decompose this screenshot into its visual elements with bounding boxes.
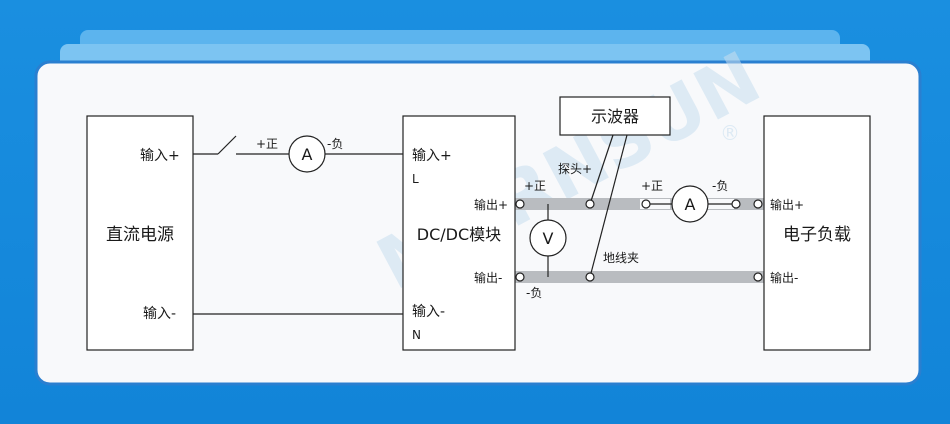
dcdc-module-title: DC/DC模块 [417, 225, 501, 244]
node-module-out-plus [515, 199, 525, 209]
out-neg-label: -负 [526, 286, 542, 300]
ammeter-out-pos: +正 [641, 179, 663, 193]
module-in-plus-label: 输入+ [412, 148, 452, 164]
module-in-minus-label: 输入- [412, 304, 445, 320]
module-out-plus-label: 输出+ [474, 197, 508, 212]
ammeter-in-label: A [302, 145, 313, 164]
oscilloscope-title: 示波器 [591, 107, 639, 126]
out-pos-label: +正 [524, 179, 546, 193]
power-source-block [86, 115, 194, 351]
probe-ground-wire [589, 134, 628, 278]
module-out-minus-label: 输出- [474, 270, 502, 285]
node-ammeter-out-minus [731, 199, 741, 209]
node-load-minus [753, 272, 763, 282]
source-in-plus-label: 输入+ [140, 148, 180, 164]
node-probe-ground [585, 272, 595, 282]
voltmeter-label: V [543, 229, 554, 248]
node-probe-tip [585, 199, 595, 209]
watermark-registered-mark: ® [720, 121, 740, 145]
probe-ground-label: 地线夹 [603, 251, 639, 265]
module-L-label: L [412, 172, 419, 186]
module-N-label: N [412, 328, 421, 342]
node-module-out-minus [515, 272, 525, 282]
output-minus-bar [514, 271, 764, 283]
electronic-load-block [763, 115, 871, 351]
switch [217, 135, 237, 155]
ammeter-in-circle [288, 135, 326, 173]
ammeter-out-circle [671, 185, 709, 223]
node-load-plus [753, 199, 763, 209]
electronic-load-title: 电子负载 [783, 225, 851, 245]
load-out-minus-label: 输出- [770, 270, 798, 285]
node-ammeter-out-plus [641, 199, 651, 209]
ammeter-out-neg: -负 [712, 179, 728, 193]
ammeter-in-neg: -负 [327, 137, 343, 151]
voltmeter-circle [529, 219, 567, 257]
dcdc-module-block [402, 115, 516, 351]
source-in-minus-label: 输入- [143, 306, 176, 322]
load-out-plus-label: 输出+ [770, 197, 804, 212]
ammeter-out-label: A [685, 195, 696, 214]
oscilloscope-block [559, 96, 671, 136]
terminal-nodes [515, 199, 763, 282]
ammeter-in-pos: +正 [256, 137, 278, 151]
probe-tip-wire [589, 134, 614, 205]
probe-tip-label: 探头+ [558, 162, 592, 176]
power-source-title: 直流电源 [106, 225, 174, 245]
